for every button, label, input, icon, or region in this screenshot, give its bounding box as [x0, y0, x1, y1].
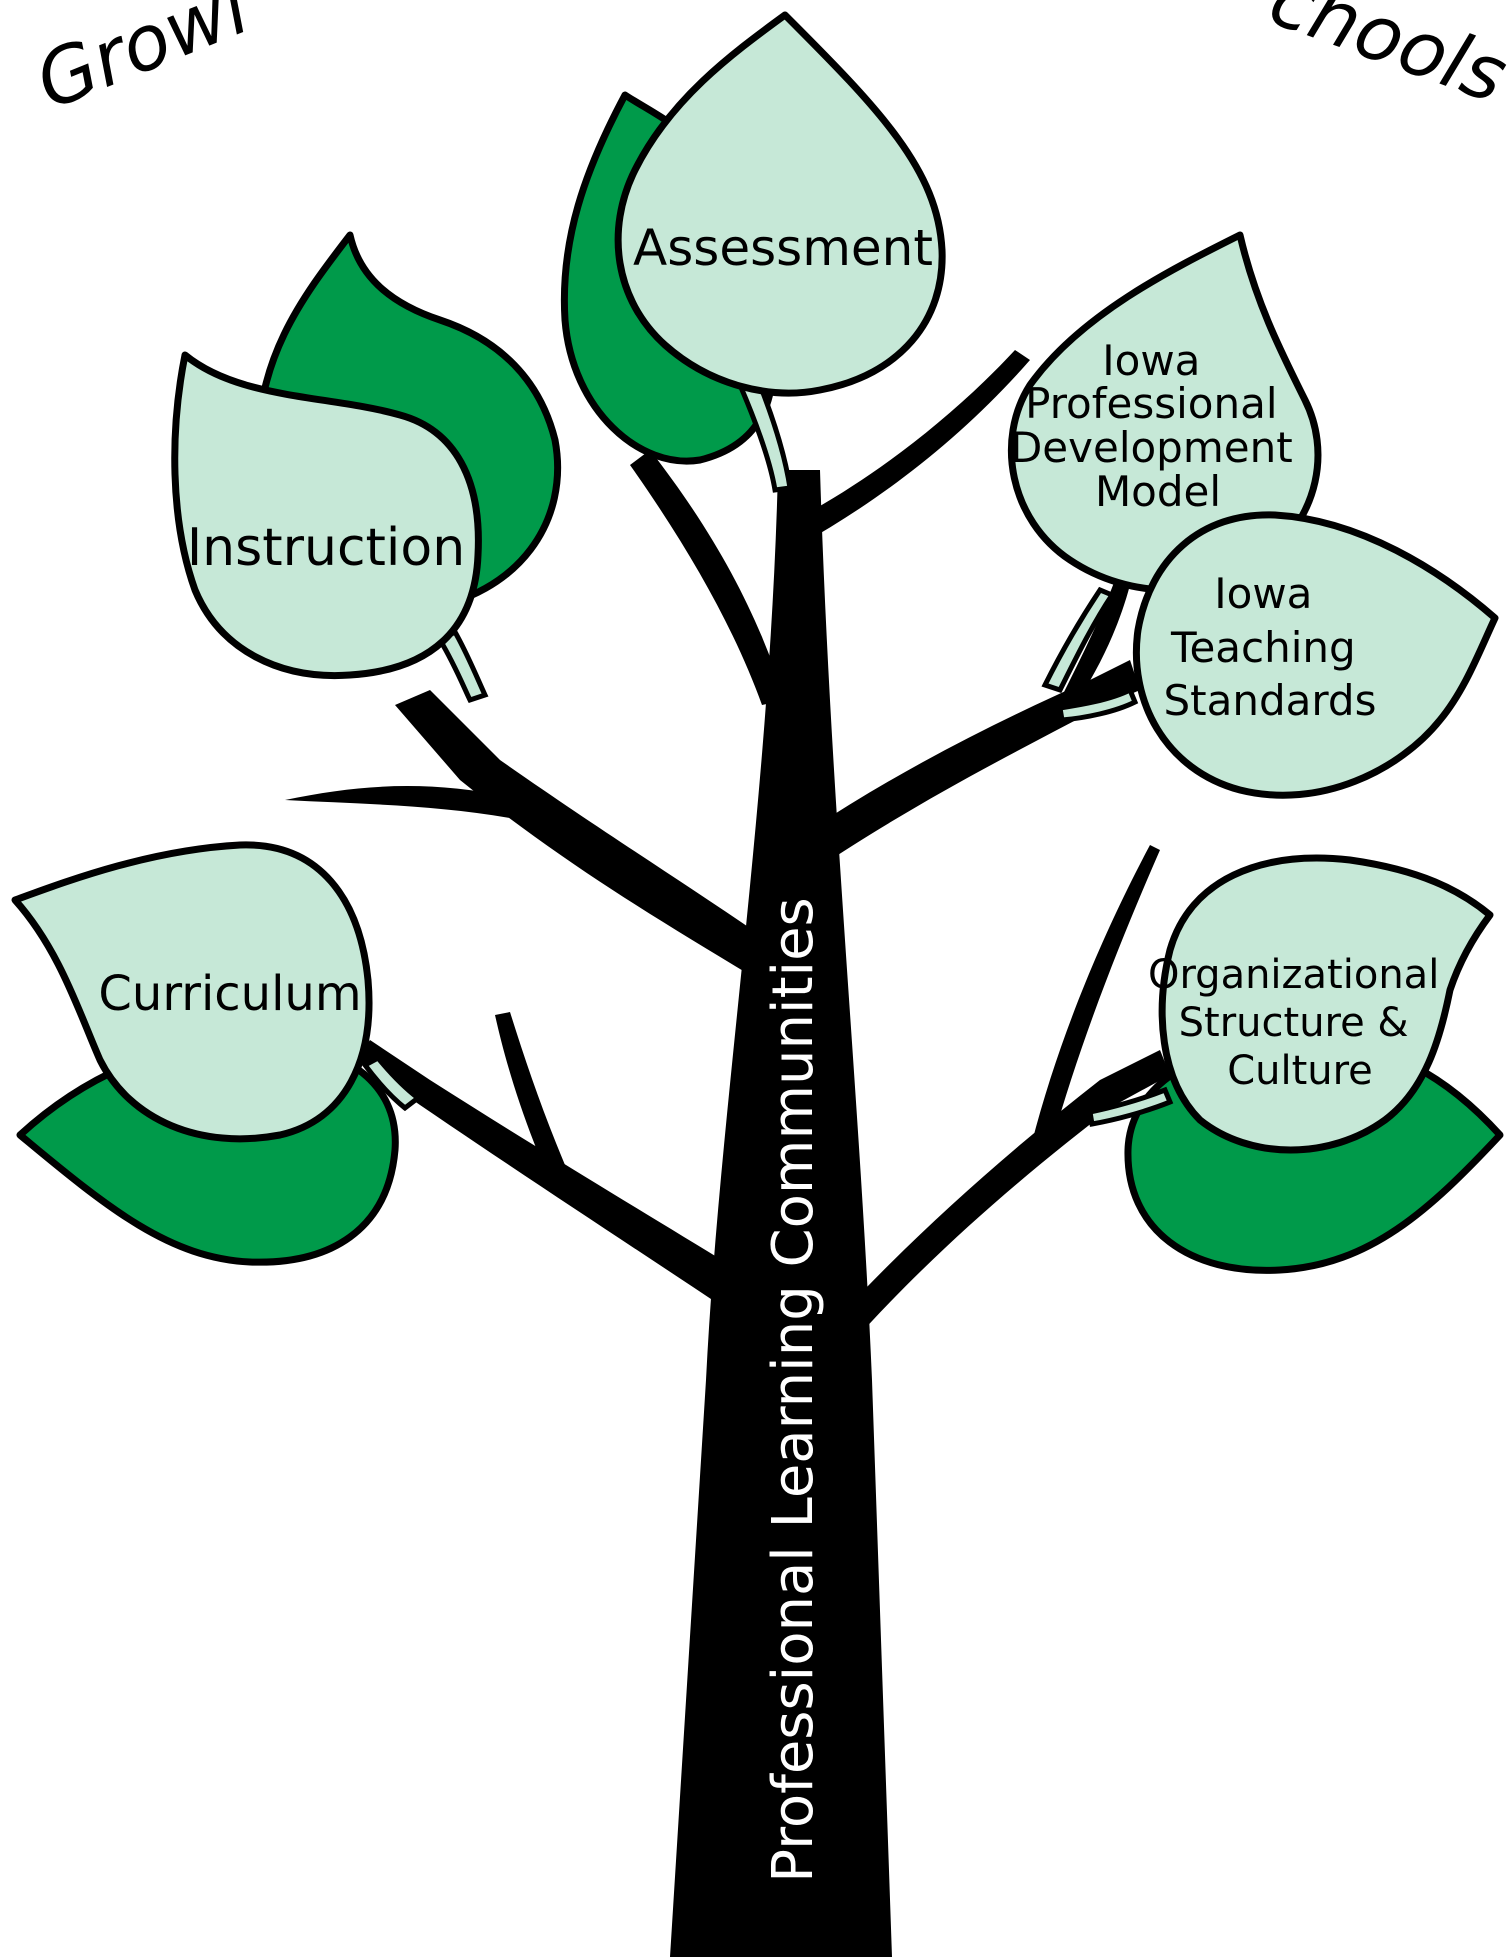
label-iowa-pd-line3: Development	[1010, 423, 1293, 472]
stem-iowa-teaching	[1057, 686, 1139, 723]
label-org-structure: Organizational Structure & Culture	[1148, 952, 1452, 1094]
twig-lower-left	[495, 1012, 565, 1170]
stem-instruction	[436, 628, 489, 704]
trunk-label: Professional Learning Communities	[761, 897, 826, 1882]
branch-lower-left	[355, 1040, 730, 1305]
label-iowa-teaching: Iowa Teaching Standards	[1164, 569, 1377, 725]
leaf-labels: Assessment Instruction Iowa Professional…	[98, 219, 1452, 1094]
tree-trunk-and-branches	[285, 350, 1170, 1957]
light-leaves	[11, 11, 1499, 1154]
label-curriculum: Curriculum	[98, 966, 361, 1022]
branch-lower-right	[845, 1050, 1170, 1345]
branch-top-right	[795, 350, 1030, 545]
leaf-stems	[361, 376, 1174, 1127]
stem-curriculum	[361, 1054, 423, 1112]
label-iowa-pd-line4: Model	[1095, 467, 1221, 516]
title-right-fragment: chools	[1259, 0, 1508, 120]
label-iowa-pd-line1: Iowa	[1102, 336, 1200, 385]
leaf-instruction	[171, 351, 482, 680]
label-curriculum-line: Curriculum	[98, 966, 361, 1022]
label-instruction: Instruction	[187, 518, 465, 578]
label-org-structure-line2: Structure &	[1179, 1000, 1409, 1046]
branch-upper-left	[395, 690, 760, 975]
label-iowa-teaching-line2: Teaching	[1170, 623, 1356, 672]
label-org-structure-line1: Organizational	[1148, 952, 1439, 998]
twig-upper-right	[1060, 580, 1130, 705]
leaf-org-structure	[1158, 854, 1494, 1154]
twig-upper-left	[285, 786, 565, 830]
leaf-iowa-teaching	[1132, 511, 1499, 799]
label-instruction-line: Instruction	[187, 518, 465, 578]
label-iowa-pd-line2: Professional	[1025, 379, 1277, 428]
twig-lower-right	[1030, 845, 1160, 1150]
branch-top-left	[630, 450, 785, 705]
leaf-assessment	[614, 11, 946, 397]
label-iowa-pd: Iowa Professional Development Model	[1010, 336, 1306, 516]
stem-assessment	[736, 376, 793, 493]
leaf-iowa-pd	[1007, 231, 1322, 594]
branch-upper-right	[810, 660, 1140, 870]
label-org-structure-line3: Culture	[1227, 1048, 1373, 1094]
label-assessment: Assessment	[633, 219, 933, 277]
title-left-fragment: Growi	[23, 0, 260, 127]
leaf-curriculum	[11, 841, 373, 1143]
stem-org-structure	[1087, 1086, 1174, 1127]
stem-iowa-pd	[1041, 586, 1116, 694]
label-assessment-line: Assessment	[633, 219, 933, 277]
label-iowa-teaching-line1: Iowa	[1214, 569, 1312, 618]
label-iowa-teaching-line3: Standards	[1164, 676, 1377, 725]
